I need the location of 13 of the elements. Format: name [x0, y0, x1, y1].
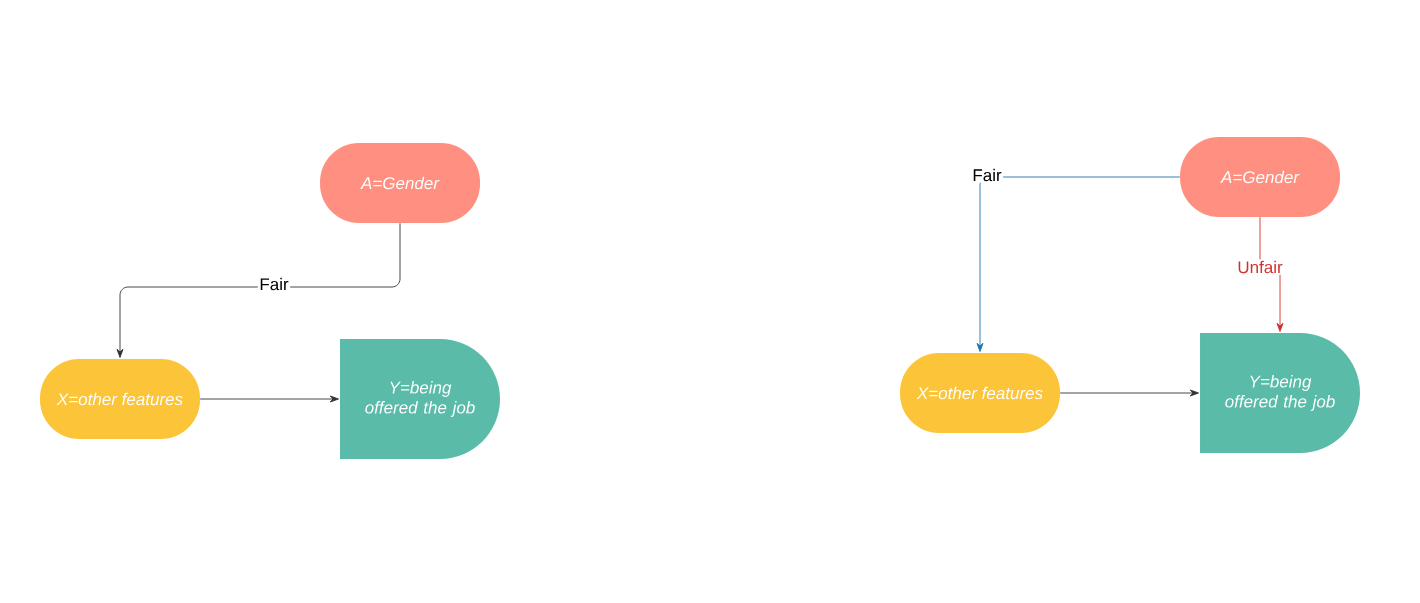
terminal-box: A=Gender — [1180, 137, 1340, 217]
delay-box: Y=being offered the job — [1200, 333, 1360, 453]
edge-label: Unfair — [1235, 259, 1285, 275]
terminal-box: A=Gender — [320, 143, 480, 223]
arrow — [976, 176, 1181, 352]
arrow — [116, 222, 401, 358]
arrow — [199, 395, 339, 403]
arrow — [1059, 389, 1199, 397]
terminal-box: X=other features — [40, 359, 200, 439]
delay-box: Y=being offered the job — [340, 339, 500, 459]
edge-label: Fair — [257, 276, 291, 292]
terminal-box: X=other features — [900, 353, 1060, 433]
edge-label: Fair — [970, 167, 1004, 183]
